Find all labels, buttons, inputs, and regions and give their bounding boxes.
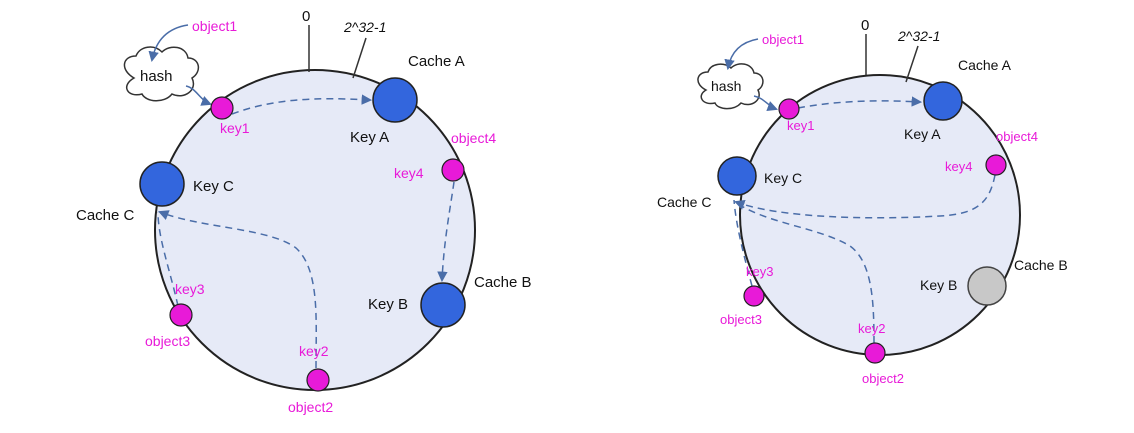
- right-object4-label: object4: [996, 129, 1038, 144]
- left-object1-arrow: [148, 24, 189, 63]
- left-hash-label: hash: [140, 68, 173, 85]
- left-key4-node: [441, 158, 465, 182]
- left-object2-label: object2: [288, 399, 333, 415]
- right-max-label: 2^32-1: [897, 28, 940, 44]
- right-panel: 0 2^32-1 hash object1 Cache A Key A Cach…: [657, 17, 1068, 386]
- left-object1-label: object1: [192, 18, 237, 34]
- right-cache-a-label: Cache A: [958, 57, 1012, 73]
- left-object3-label: object3: [145, 333, 190, 349]
- right-key2-label: key2: [858, 321, 885, 336]
- left-panel: 0 2^32-1 hash object1 Cache A Key A Cach…: [76, 8, 532, 415]
- right-hash-label: hash: [711, 78, 741, 94]
- right-object1-label: object1: [762, 32, 804, 47]
- right-key-c-label: Key C: [764, 170, 802, 186]
- right-key4-node: [985, 154, 1007, 176]
- left-zero-label: 0: [302, 8, 310, 25]
- right-cache-a-node: [923, 81, 963, 121]
- left-cache-b-label: Cache B: [474, 274, 532, 291]
- left-key4-label: key4: [394, 165, 424, 181]
- right-key-b-label: Key B: [920, 277, 957, 293]
- left-cache-a-node: [372, 77, 418, 123]
- left-max-marker: [352, 37, 367, 79]
- left-key2-to-keyc-arrow: [158, 210, 317, 369]
- right-key4-label: key4: [945, 159, 972, 174]
- right-key1-label: key1: [787, 118, 814, 133]
- left-cache-c-label: Cache C: [76, 207, 135, 224]
- left-key-a-label: Key A: [350, 129, 389, 146]
- right-object3-label: object3: [720, 312, 762, 327]
- right-max-marker: [905, 45, 919, 83]
- right-key1-node: [778, 98, 800, 120]
- right-key2-node: [864, 342, 886, 364]
- right-object2-label: object2: [862, 371, 904, 386]
- left-key1-label: key1: [220, 120, 250, 136]
- right-cache-b-label: Cache B: [1014, 257, 1068, 273]
- right-zero-label: 0: [861, 17, 869, 34]
- right-key3-node: [743, 285, 765, 307]
- right-key1-to-keya-arrow: [797, 96, 923, 109]
- left-cache-a-label: Cache A: [408, 53, 465, 70]
- right-key-a-label: Key A: [904, 126, 941, 142]
- left-cache-c-node: [139, 161, 185, 207]
- left-key3-label: key3: [175, 281, 205, 297]
- right-cache-c-node: [717, 156, 757, 196]
- right-key3-label: key3: [746, 264, 773, 279]
- right-key2-to-keyc-arrow: [737, 203, 875, 344]
- left-key-c-label: Key C: [193, 178, 234, 195]
- left-hash-to-key1-arrow: [185, 85, 212, 106]
- left-hash-cloud-icon: [123, 46, 200, 102]
- right-cache-b-node-removed: [967, 266, 1007, 306]
- left-key3-node: [169, 303, 193, 327]
- left-key1-node: [210, 96, 234, 120]
- left-hash-ring: [154, 69, 476, 391]
- left-object4-label: object4: [451, 130, 496, 146]
- left-cache-b-node: [420, 282, 466, 328]
- left-key3-to-keyc-arrow: [157, 211, 179, 307]
- left-key2-node: [306, 368, 330, 392]
- left-key1-to-keya-arrow: [231, 94, 373, 115]
- right-cache-c-label: Cache C: [657, 194, 711, 210]
- right-hash-cloud-icon: [697, 63, 764, 110]
- left-key-b-label: Key B: [368, 296, 408, 313]
- left-key2-label: key2: [299, 343, 329, 359]
- right-hash-ring: [739, 74, 1021, 356]
- right-key4-to-keyc-arrow: [734, 174, 996, 219]
- left-max-label: 2^32-1: [343, 19, 386, 35]
- right-object1-arrow: [724, 38, 759, 71]
- right-hash-to-key1-arrow: [753, 95, 778, 111]
- left-key4-to-keyb-arrow: [437, 181, 455, 283]
